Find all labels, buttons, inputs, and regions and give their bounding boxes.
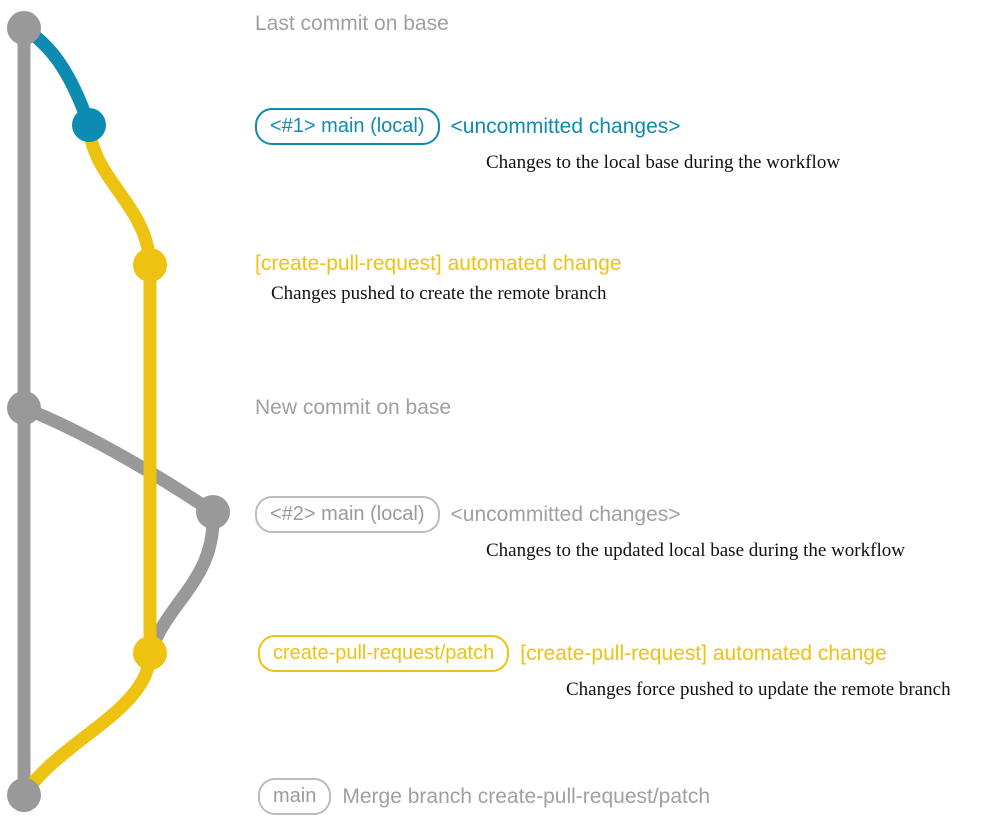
row-line: main Merge branch create-pull-request/pa… <box>258 778 710 815</box>
ref-chip-main[interactable]: main <box>258 778 332 815</box>
ref-chip-main-local-2[interactable]: <#2> main (local) <box>255 496 440 533</box>
commit-description-local-1: Changes to the local base during the wor… <box>486 152 841 173</box>
commit-subject-merge: Merge branch create-pull-request/patch <box>342 784 711 808</box>
note-last-commit-on-base: Last commit on base <box>255 12 449 35</box>
commit-node-base-merge[interactable] <box>7 778 41 812</box>
ref-chip-create-pull-request-patch[interactable]: create-pull-request/patch <box>258 635 510 672</box>
patch2-to-merge-edge <box>17 646 157 802</box>
local1-to-patch1-edge <box>82 118 157 272</box>
row-line: [create-pull-request] automated change <box>255 252 622 276</box>
row-line: <#2> main (local) <uncommitted changes> <box>255 496 681 533</box>
commit-node-patch-2[interactable] <box>133 636 167 670</box>
commit-node-patch-1[interactable] <box>133 248 167 282</box>
commit-subject-patch-1: [create-pull-request] automated change <box>255 252 622 275</box>
local2-to-patch2-edge <box>143 505 220 660</box>
row-local-2: <#2> main (local) <uncommitted changes> … <box>255 496 905 562</box>
commit-subject-patch-2: [create-pull-request] automated change <box>520 641 887 665</box>
commit-node-base-top[interactable] <box>7 11 41 45</box>
row-patch-1: [create-pull-request] automated change C… <box>255 252 622 305</box>
row-merge: main Merge branch create-pull-request/pa… <box>258 778 710 815</box>
row-last-commit-on-base: Last commit on base <box>255 12 449 36</box>
commit-graph <box>7 11 230 812</box>
row-line: <#1> main (local) <uncommitted changes> <box>255 108 681 145</box>
commit-description-patch-1: Changes pushed to create the remote bran… <box>271 283 607 304</box>
commit-description-patch-2: Changes force pushed to update the remot… <box>566 679 951 700</box>
row-line: create-pull-request/patch [create-pull-r… <box>258 635 887 672</box>
row-line: New commit on base <box>255 396 451 420</box>
base-to-local2-edge <box>17 401 220 519</box>
row-local-1: <#1> main (local) <uncommitted changes> … <box>255 108 840 174</box>
commit-description-local-2: Changes to the updated local base during… <box>486 540 905 561</box>
row-new-commit-on-base: New commit on base <box>255 396 451 420</box>
commit-node-base-new[interactable] <box>7 391 41 425</box>
row-line: Last commit on base <box>255 12 449 36</box>
ref-chip-main-local-1[interactable]: <#1> main (local) <box>255 108 440 145</box>
commit-subject-local-2: <uncommitted changes> <box>450 502 681 526</box>
commit-subject-local-1: <uncommitted changes> <box>450 114 681 138</box>
note-new-commit-on-base: New commit on base <box>255 396 452 419</box>
commit-node-local-1[interactable] <box>72 108 106 142</box>
row-patch-2: create-pull-request/patch [create-pull-r… <box>258 635 951 701</box>
commit-node-local-2[interactable] <box>196 495 230 529</box>
